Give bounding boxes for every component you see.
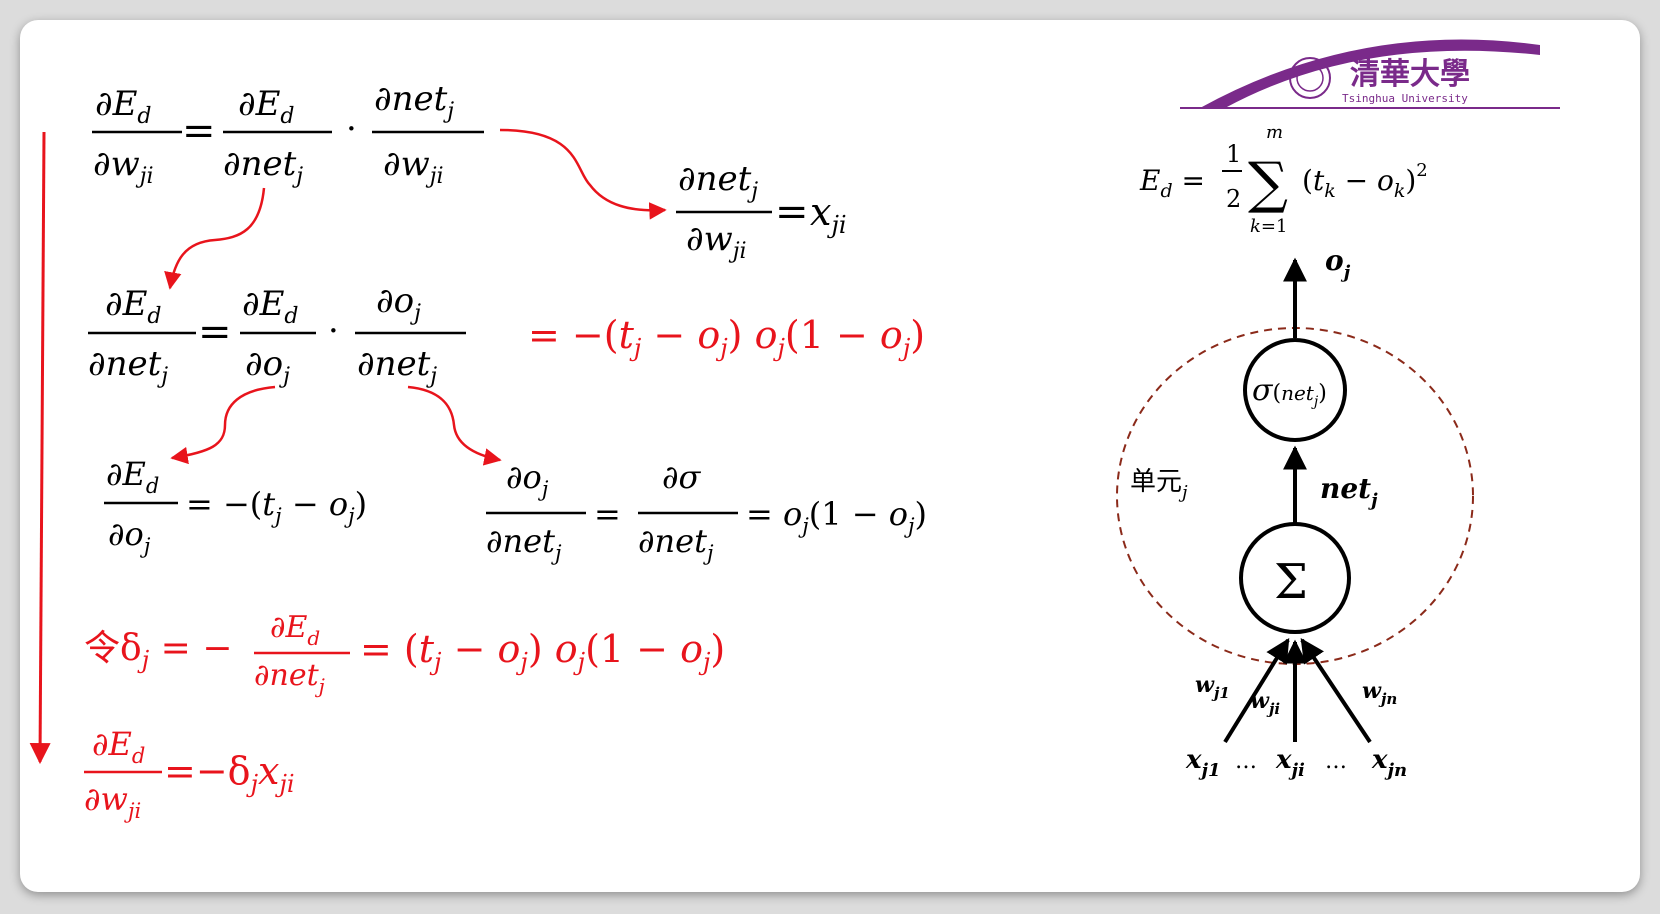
equation-delta: 令δj = − ∂Ed ∂netj = (tj − oj) oj(1 − oj)	[84, 610, 725, 698]
svg-text:wji: wji	[1250, 688, 1280, 718]
svg-text:∂Ed: ∂Ed	[270, 610, 320, 650]
svg-text:wj1: wj1	[1195, 672, 1230, 702]
svg-text:∂netj: ∂netj	[357, 344, 437, 389]
svg-text:=: =	[198, 309, 232, 355]
svg-text:∂σ: ∂σ	[662, 458, 702, 496]
svg-text:wjn: wjn	[1362, 678, 1397, 708]
unit-label: 单元j	[1130, 467, 1188, 503]
svg-text:xj1: xj1	[1185, 745, 1221, 781]
logo-seal-icon	[1289, 57, 1331, 99]
svg-text:(tk − ok)2: (tk − ok)2	[1302, 160, 1428, 202]
output-label: oj	[1325, 244, 1351, 283]
svg-text:= −(tj − oj): = −(tj − oj)	[186, 485, 367, 528]
svg-text:= (tj − oj) oj(1 − oj): = (tj − oj) oj(1 − oj)	[360, 627, 725, 676]
svg-text:…: …	[1325, 749, 1347, 774]
equation-2: ∂Ed ∂netj = ∂Ed ∂oj · ∂oj ∂netj	[88, 281, 466, 389]
svg-text:∂Ed: ∂Ed	[92, 725, 145, 768]
svg-text:=−δjxji: =−δjxji	[164, 749, 295, 798]
svg-text:∂oj: ∂oj	[245, 344, 290, 389]
svg-text:∂netj: ∂netj	[223, 144, 303, 189]
logo: 清華大學 Tsinghua University	[1180, 39, 1560, 109]
svg-text:∂Ed: ∂Ed	[95, 84, 152, 129]
svg-text:=: =	[182, 108, 216, 154]
svg-text:∂Ed: ∂Ed	[106, 455, 159, 498]
net-label: netj	[1320, 472, 1378, 511]
svg-text:·: ·	[346, 109, 357, 149]
svg-text:∂Ed: ∂Ed	[105, 284, 162, 329]
svg-text:=: =	[775, 189, 809, 235]
input-edge-1	[1223, 637, 1290, 744]
svg-text:xji: xji	[810, 190, 847, 239]
equation-1: ∂Ed ∂wji = ∂Ed ∂netj · ∂netj ∂wji	[92, 79, 484, 189]
svg-text:∂netj: ∂netj	[638, 522, 714, 565]
svg-text:∑: ∑	[1248, 151, 1288, 216]
svg-text:= oj(1 − oj): = oj(1 − oj)	[746, 495, 927, 538]
svg-text:1: 1	[1226, 140, 1241, 168]
equation-2-result: = −(tj − oj) oj(1 − oj)	[528, 313, 925, 362]
svg-text:∂oj: ∂oj	[506, 458, 549, 501]
input-edge-n	[1300, 638, 1372, 744]
equation-1-side: ∂netj ∂wji = xji	[676, 159, 847, 264]
svg-text:∂wji: ∂wji	[383, 144, 444, 189]
arrow-to-eq2	[164, 187, 266, 290]
svg-text:∂netj: ∂netj	[678, 159, 758, 204]
ed-formula: Ed = 1 2 ∑ m k=1 (tk − ok)2	[1139, 122, 1428, 237]
activation-node	[1243, 338, 1347, 442]
svg-text:=: =	[594, 495, 621, 533]
slide-canvas: 清華大學 Tsinghua University ∂Ed ∂wji = ∂Ed …	[29, 39, 1560, 823]
sum-symbol: Σ	[1274, 554, 1308, 610]
svg-text:∂Ed: ∂Ed	[242, 284, 299, 329]
svg-text:xji: xji	[1275, 745, 1305, 781]
svg-text:Ed =: Ed =	[1139, 164, 1205, 202]
arrow-to-side	[499, 128, 667, 220]
svg-text:∂oj: ∂oj	[108, 515, 151, 558]
flow-arrow	[29, 131, 51, 765]
svg-text:∂wji: ∂wji	[686, 219, 747, 264]
equation-3b: ∂oj ∂netj = ∂σ ∂netj = oj(1 − oj)	[486, 458, 927, 565]
svg-text:2: 2	[1226, 185, 1241, 213]
sum-node	[1239, 522, 1351, 634]
arrow-to-eq3b	[407, 385, 502, 466]
logo-en: Tsinghua University	[1342, 92, 1468, 105]
logo-swoosh	[1200, 39, 1540, 108]
svg-text:xjn: xjn	[1371, 745, 1407, 781]
svg-text:∂oj: ∂oj	[376, 281, 421, 326]
svg-text:∂netj: ∂netj	[254, 658, 325, 698]
slide: 清華大學 Tsinghua University ∂Ed ∂wji = ∂Ed …	[20, 20, 1640, 892]
svg-text:∂wji: ∂wji	[93, 144, 154, 189]
equation-final: ∂Ed ∂wji =−δjxji	[84, 725, 295, 823]
svg-text:…: …	[1235, 749, 1257, 774]
svg-text:令δj = −: 令δj = −	[84, 628, 232, 674]
equation-3a: ∂Ed ∂oj = −(tj − oj)	[104, 455, 367, 558]
svg-text:∂netj: ∂netj	[486, 522, 562, 565]
svg-text:m: m	[1266, 122, 1283, 143]
logo-cn: 清華大學	[1350, 57, 1470, 92]
arrow-to-eq3a	[170, 385, 276, 465]
svg-text:∂wji: ∂wji	[84, 780, 141, 823]
svg-text:∂netj: ∂netj	[88, 344, 168, 389]
svg-text:∂netj: ∂netj	[374, 79, 454, 124]
svg-text:·: ·	[328, 311, 339, 351]
svg-text:k=1: k=1	[1250, 216, 1287, 237]
neuron-diagram: oj σ(netj) netj Σ 单元j wj1 wji wjn xj1 … …	[1116, 244, 1474, 781]
svg-text:∂Ed: ∂Ed	[238, 84, 295, 129]
